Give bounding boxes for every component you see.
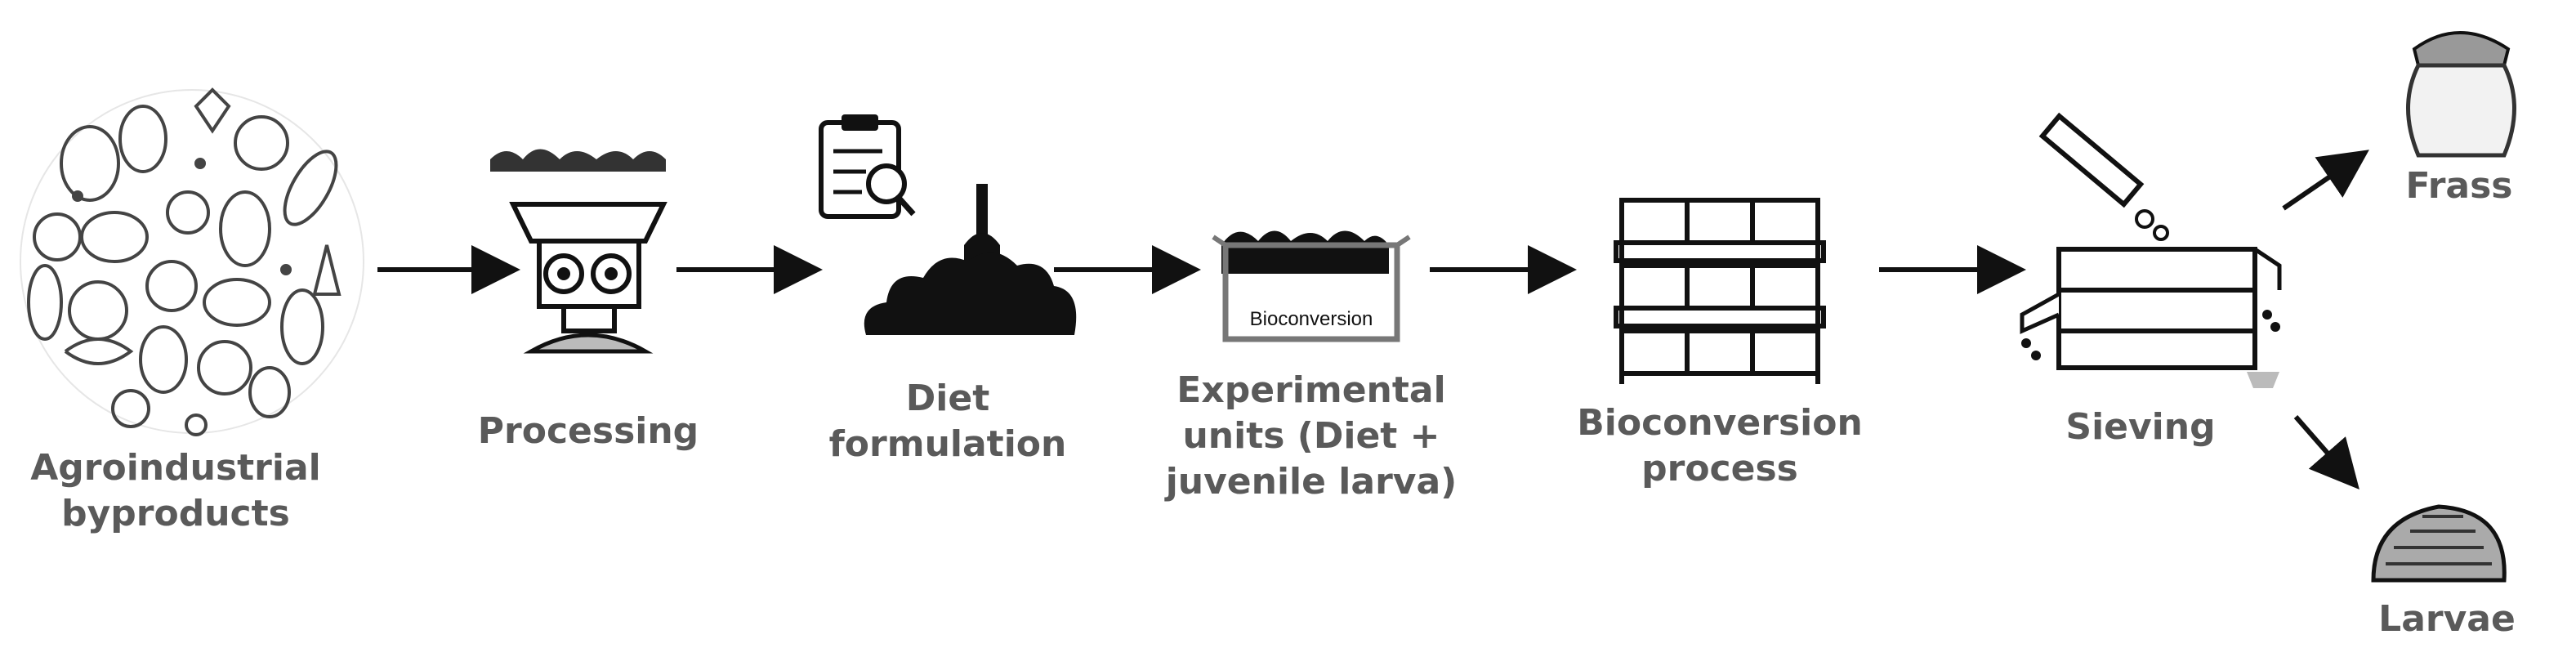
sieve-icon xyxy=(2020,112,2282,388)
experimental-unit-icon: Bioconversion xyxy=(1212,230,1411,342)
label-bioconversion-process: Bioconversion process xyxy=(1577,402,1863,489)
larvae-pile-icon xyxy=(2371,504,2507,583)
flow-arrows xyxy=(377,150,2369,490)
label-frass: Frass xyxy=(2405,165,2513,207)
label-diet-formulation: Diet formulation xyxy=(828,378,1067,465)
label-agroindustrial-byproducts: Agroindustrial byproducts xyxy=(30,447,321,534)
label-experimental-units: Experimental units (Diet + juvenile larv… xyxy=(1165,369,1458,503)
arrow-sieving-to-larvae xyxy=(2293,415,2359,490)
processing-machine-icon xyxy=(490,149,667,354)
container-label: Bioconversion xyxy=(1250,308,1373,330)
label-processing: Processing xyxy=(477,410,699,452)
shelving-rack-icon xyxy=(1614,198,1826,384)
produce-circle-icon xyxy=(20,87,364,436)
frass-sack-icon xyxy=(2406,31,2516,158)
label-sieving: Sieving xyxy=(2065,406,2216,448)
diet-pile-icon xyxy=(864,184,1077,335)
label-larvae: Larvae xyxy=(2378,598,2516,640)
clipboard-icon xyxy=(819,114,916,219)
arrow-sieving-to-frass xyxy=(2282,150,2369,211)
